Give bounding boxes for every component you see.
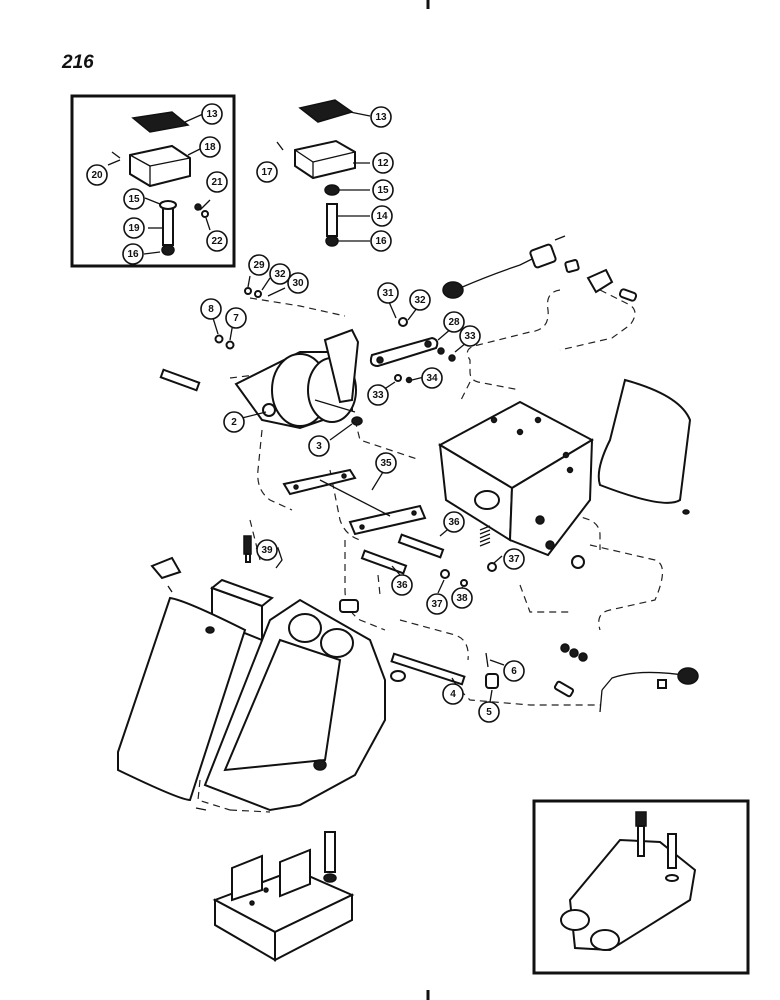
callout-label: 37: [431, 599, 443, 610]
callout-label: 31: [382, 288, 394, 299]
base-mount: [212, 831, 355, 962]
pins-and-springs: [360, 525, 585, 587]
callout-label: 15: [128, 194, 140, 205]
callout-label: 33: [372, 390, 384, 401]
callout-36: 36: [443, 511, 465, 533]
callout-label: 14: [376, 211, 388, 222]
left-cover: [117, 596, 247, 811]
link-arm: [214, 287, 456, 384]
callout-label: 2: [231, 417, 237, 428]
callout-8: 8: [200, 298, 222, 320]
callout-label: 33: [464, 331, 476, 342]
callout-13: 13: [370, 106, 392, 128]
callout-18: 18: [199, 136, 221, 158]
callout-label: 32: [414, 295, 426, 306]
callout-label: 7: [233, 313, 239, 324]
callout-label: 6: [511, 666, 517, 677]
callout-32: 32: [269, 263, 291, 285]
callout-13: 13: [201, 103, 223, 125]
callout-label: 4: [450, 689, 456, 700]
callout-label: 19: [128, 223, 140, 234]
main-pedestal: [203, 598, 406, 812]
callout-15: 15: [123, 188, 145, 210]
side-shield: [597, 378, 692, 515]
callout-19: 19: [123, 217, 145, 239]
left-bolts: [150, 535, 283, 642]
callout-6: 6: [503, 660, 525, 682]
callout-39: 39: [256, 539, 278, 561]
page-number: 216: [62, 52, 94, 73]
callout-label: 36: [448, 517, 460, 528]
callout-16: 16: [370, 230, 392, 252]
callout-label: 22: [211, 236, 223, 247]
callout-12: 12: [372, 152, 394, 174]
seat-assembly: [276, 99, 356, 247]
callout-label: 20: [91, 170, 103, 181]
callout-2: 2: [223, 411, 245, 433]
inset-right-base-mount: [532, 799, 750, 975]
callout-30: 30: [287, 272, 309, 294]
inset-left-seat-assembly: [70, 94, 236, 268]
callout-15: 15: [372, 179, 394, 201]
callout-label: 35: [380, 458, 392, 469]
callout-20: 20: [86, 164, 108, 186]
callout-label: 28: [448, 317, 460, 328]
callout-33: 33: [459, 325, 481, 347]
seat-pad-13: [131, 111, 190, 133]
callout-31: 31: [377, 282, 399, 304]
callout-label: 17: [261, 167, 273, 178]
callout-label: 29: [253, 260, 265, 271]
callout-16: 16: [122, 243, 144, 265]
callout-17: 17: [256, 161, 278, 183]
callout-label: 38: [456, 593, 468, 604]
callout-5: 5: [478, 701, 500, 723]
callout-label: 5: [486, 707, 492, 718]
callout-label: 16: [127, 249, 139, 260]
callout-38: 38: [451, 587, 473, 609]
callout-label: 18: [204, 142, 216, 153]
callout-label: 13: [375, 112, 387, 123]
leader-lines: [107, 111, 505, 703]
seat-pad: [298, 99, 354, 123]
link-plates: [282, 468, 427, 536]
callout-14: 14: [371, 205, 393, 227]
lower-shaft-and-lever: [390, 643, 699, 713]
callout-4: 4: [442, 683, 464, 705]
upper-control-lever: [442, 235, 638, 302]
callout-label: 8: [208, 304, 214, 315]
callout-label: 37: [508, 554, 520, 565]
callout-32: 32: [409, 289, 431, 311]
callout-label: 30: [292, 278, 304, 289]
callout-21: 21: [206, 171, 228, 193]
callout-37: 37: [503, 548, 525, 570]
callout-label: 34: [426, 373, 438, 384]
callout-label: 13: [206, 109, 218, 120]
upper-bracket: [437, 400, 595, 557]
callout-35: 35: [375, 452, 397, 474]
callout-7: 7: [225, 307, 247, 329]
callout-label: 15: [377, 185, 389, 196]
callout-34: 34: [421, 367, 443, 389]
callout-label: 36: [396, 580, 408, 591]
callout-label: 3: [316, 441, 322, 452]
control-housing: [159, 328, 363, 430]
callout-36: 36: [391, 574, 413, 596]
callout-label: 39: [261, 545, 273, 556]
callout-33: 33: [367, 384, 389, 406]
callout-3: 3: [308, 435, 330, 457]
callout-28: 28: [443, 311, 465, 333]
callout-label: 12: [377, 158, 389, 169]
callout-37: 37: [426, 593, 448, 615]
callout-22: 22: [206, 230, 228, 252]
callout-bubbles: 1318201521192216131712151416293230313287…: [86, 103, 525, 723]
callout-label: 21: [211, 177, 223, 188]
callout-29: 29: [248, 254, 270, 276]
callout-label: 32: [274, 269, 286, 280]
callout-label: 16: [375, 236, 387, 247]
